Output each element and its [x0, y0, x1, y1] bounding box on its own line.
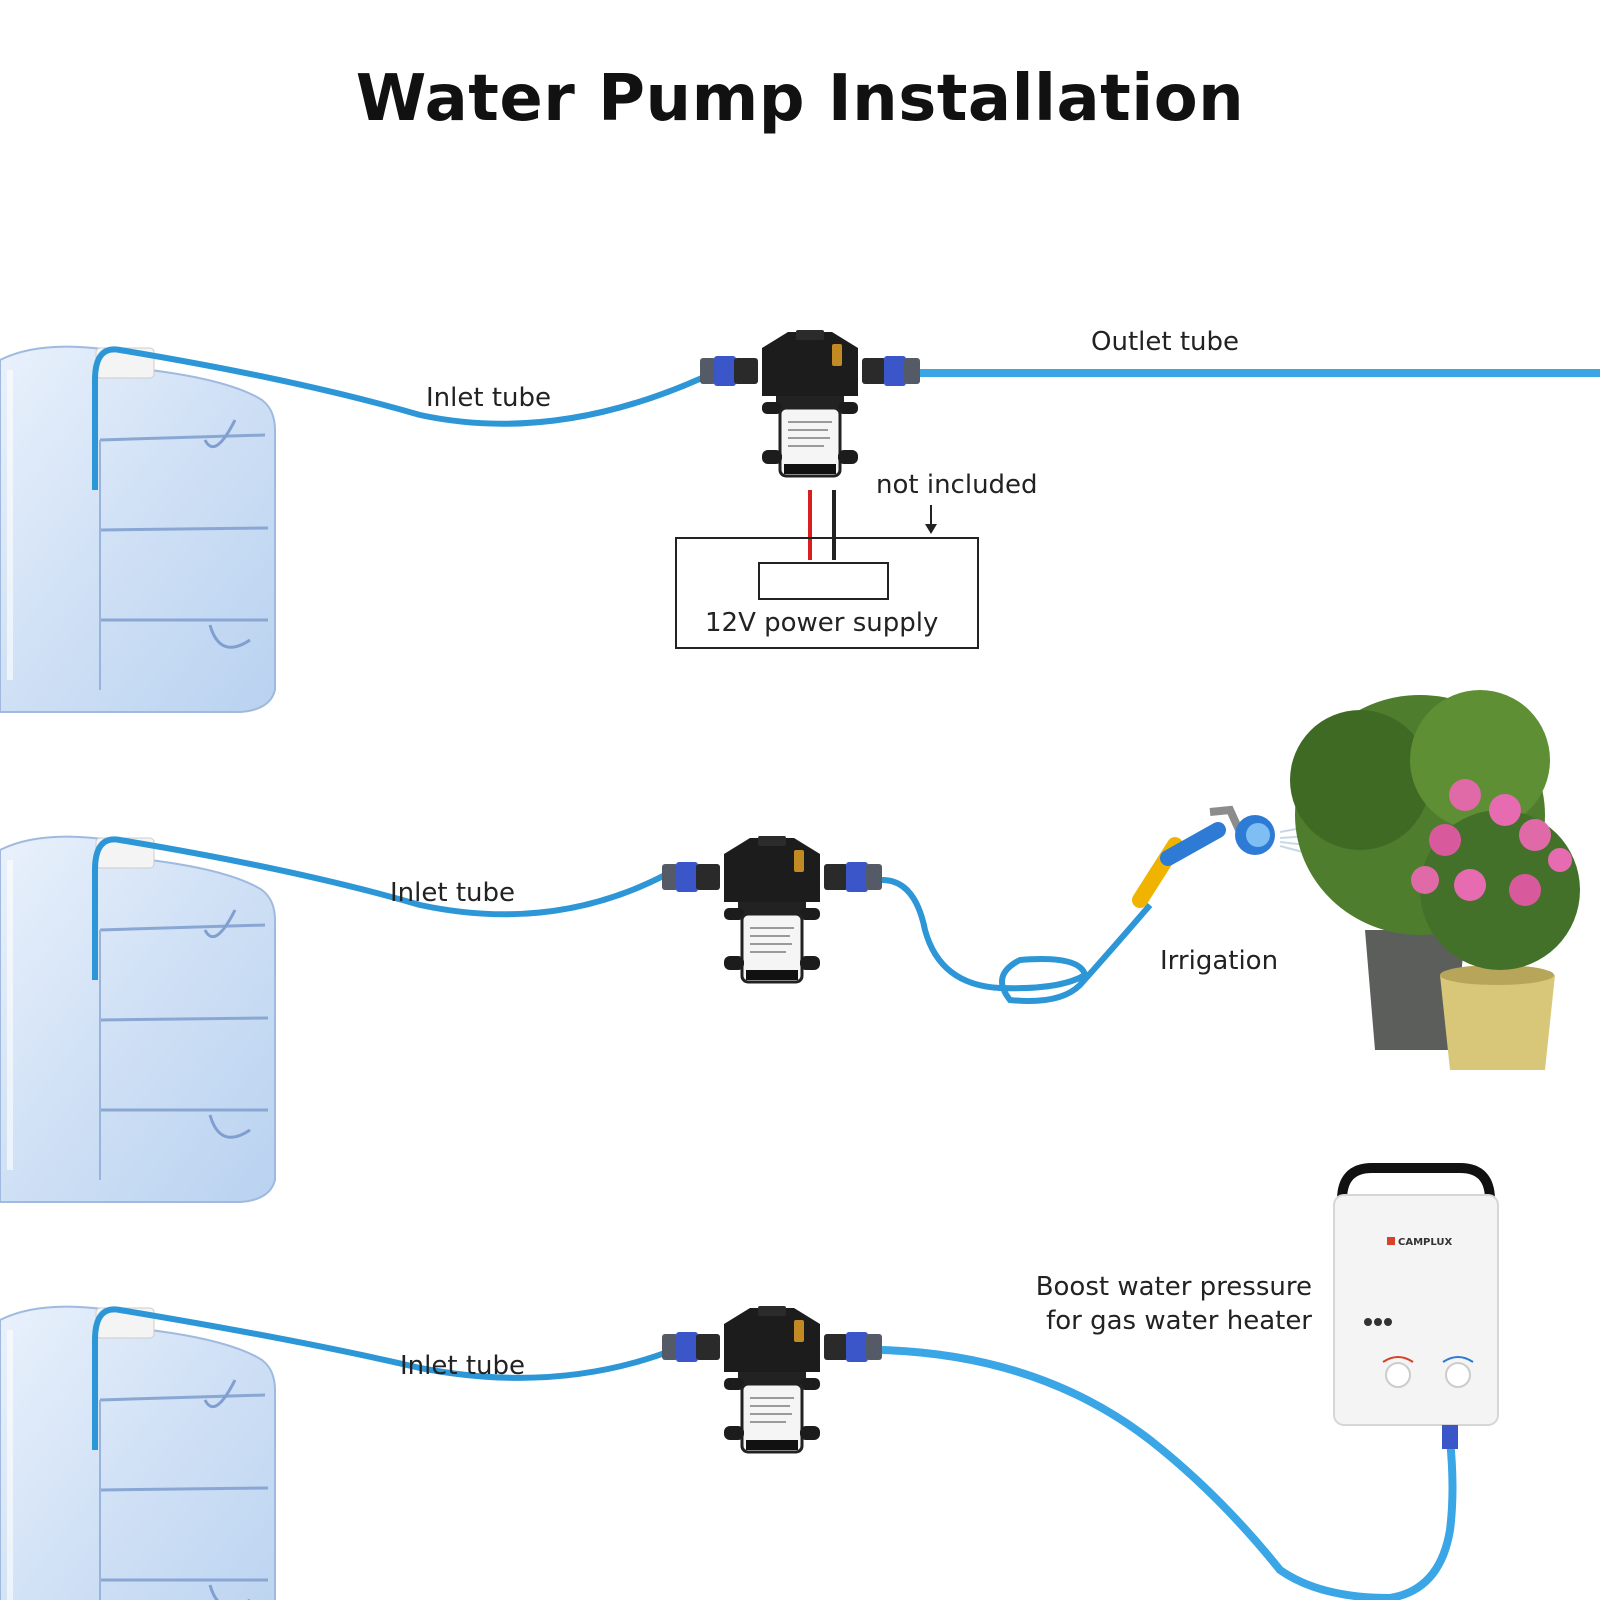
- water-pump-icon: [662, 836, 882, 984]
- boost-pressure-line1: Boost water pressure: [1035, 1272, 1312, 1302]
- water-container-icon: [0, 347, 275, 712]
- inlet-tube: [92, 1306, 680, 1450]
- inlet-tube: [92, 346, 717, 490]
- spray-nozzle-icon: [1132, 805, 1275, 908]
- power-supply-terminal: [758, 562, 889, 600]
- arrow-head-icon: [925, 524, 937, 534]
- power-supply-label: 12V power supply: [705, 608, 939, 638]
- inlet-tube-label: Inlet tube: [390, 878, 515, 908]
- irrigation-label: Irrigation: [1160, 946, 1279, 976]
- water-container-icon: [0, 837, 275, 1202]
- boost-pressure-line2: for gas water heater: [1046, 1306, 1312, 1336]
- potted-plants-icon: [1290, 690, 1580, 1070]
- water-pump-icon: [700, 330, 920, 478]
- power-supply-box: [675, 537, 979, 649]
- irrigation-hose: [881, 877, 1153, 1004]
- gas-water-heater-icon: CAMPLUX: [1333, 1163, 1499, 1449]
- boost-pressure-label: Boost water pressure for gas water heate…: [1000, 1270, 1312, 1338]
- heater-supply-hose: [881, 1346, 1457, 1600]
- water-container-icon: [0, 1307, 275, 1600]
- page-title: Water Pump Installation: [355, 62, 1245, 136]
- inlet-tube-label: Inlet tube: [400, 1351, 525, 1381]
- water-pump-icon: [662, 1306, 882, 1454]
- not-included-label: not included: [876, 470, 1038, 500]
- inlet-tube-label: Inlet tube: [426, 383, 551, 413]
- inlet-tube: [92, 836, 680, 980]
- heater-brand-text: CAMPLUX: [1398, 1237, 1452, 1248]
- outlet-tube-label: Outlet tube: [1091, 327, 1239, 357]
